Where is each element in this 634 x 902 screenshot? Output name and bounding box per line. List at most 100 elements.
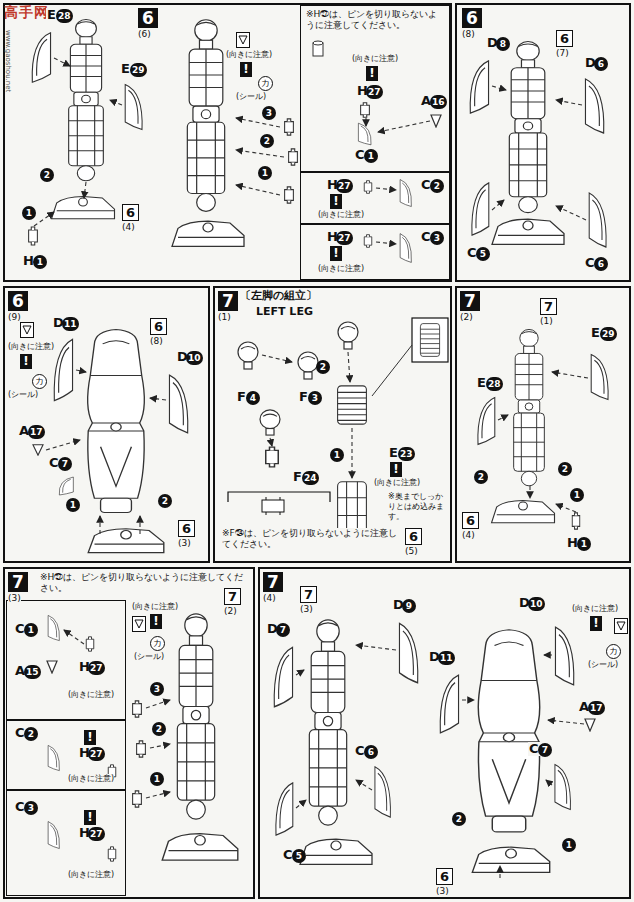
caution-mark: ! (240, 62, 252, 77)
part-number: 17 (588, 701, 605, 715)
step-number: 6 (138, 8, 158, 28)
caution-note: (向きに注意) (68, 690, 114, 699)
sticker-mark: カ (258, 76, 273, 91)
sub-step-number: (2) (460, 312, 473, 322)
part-number: 1 (570, 488, 584, 502)
part-number: 27 (88, 661, 105, 675)
part-number: 2 (452, 812, 466, 826)
part-number: 24 (302, 471, 319, 485)
sub-step-number: (7) (556, 48, 569, 58)
part-number: 2 (40, 168, 54, 182)
caution-note: (向きに注意) (572, 604, 618, 613)
part-box: C2!H27(向きに注意) (6, 720, 126, 790)
sticker-mark: カ (32, 374, 47, 389)
part-number: 6 (594, 57, 608, 71)
sub-step-number: (8) (462, 29, 475, 39)
part-number: 29 (130, 63, 147, 77)
sub-step-number: (3) (300, 604, 313, 614)
step-number: 7 (218, 291, 238, 311)
caution-mark: ! (84, 730, 96, 745)
part-number: 8 (496, 37, 510, 51)
caution-note: (シール) (8, 390, 38, 399)
caution-mark: ! (366, 66, 378, 81)
caution-mark: ! (84, 810, 96, 825)
part-number: 2 (430, 179, 444, 193)
part-number: 3 (262, 106, 276, 120)
part-number: 27 (366, 85, 383, 99)
part-number: 27 (88, 827, 105, 841)
caution-note: (向きに注意) (132, 602, 178, 611)
sub-step-number: (9) (8, 312, 21, 322)
reference-step: 6 (122, 204, 139, 221)
part-number: 3 (24, 801, 38, 815)
part-box: ※H㉗は、ピンを切り取らないように注意してください。(向きに注意)!H27C1A… (300, 5, 450, 172)
part-box: H27!(向きに注意)C2 (300, 172, 450, 224)
caution-note: (シール) (236, 92, 266, 101)
part-number: 3 (308, 391, 322, 405)
part-number: 29 (600, 327, 617, 341)
part-number: 1 (577, 537, 591, 551)
part-number: 5 (476, 247, 490, 261)
part-number: 2 (260, 134, 274, 148)
part-number: 1 (562, 838, 576, 852)
caution-note: (向きに注意) (352, 54, 398, 63)
part-number: 10 (528, 597, 545, 611)
part-number: 1 (364, 149, 378, 163)
assembly-note: ※F㉔は、ピンを切り取らないように注意してください。 (222, 528, 402, 551)
reference-step: 6 (556, 30, 573, 47)
step-number: 7 (460, 291, 480, 311)
part-number: 1 (258, 166, 272, 180)
reference-step: 7 (300, 586, 317, 603)
part-number: 23 (398, 447, 415, 461)
assembly-arrows (34, 58, 588, 878)
part-number: 7 (58, 457, 72, 471)
part-number: 27 (336, 231, 353, 245)
sub-step-number: (4) (122, 222, 135, 232)
caution-mark: ! (20, 354, 32, 369)
part-number: 17 (28, 425, 45, 439)
part-number: 10 (186, 351, 203, 365)
caution-note: (シール) (134, 652, 164, 661)
part-number: 28 (56, 9, 73, 23)
part-number: 27 (336, 179, 353, 193)
reference-step: 6 (405, 528, 422, 545)
part-number: 1 (330, 448, 344, 462)
step-number: 6 (462, 8, 482, 28)
watermark-url: www.gaoshou.net (4, 30, 12, 92)
part-number: 1 (66, 498, 80, 512)
part-number: 27 (88, 747, 105, 761)
part-number: 11 (62, 317, 79, 331)
part-number: 4 (246, 391, 260, 405)
reference-step: 7 (540, 298, 557, 315)
part-number: 2 (152, 722, 166, 736)
sub-step-number: (4) (263, 593, 276, 603)
part-number: 28 (486, 377, 503, 391)
sub-step-number: (3) (178, 538, 191, 548)
part-number: 2 (474, 470, 488, 484)
assembly-note: ※H㉗は、ピンを切り取らないように注意してください。 (40, 572, 245, 595)
sticker-mark: カ (150, 636, 165, 651)
reference-step: 6 (462, 512, 479, 529)
part-number: 2 (24, 727, 38, 741)
part-number: 2 (558, 462, 572, 476)
caution-mark: ! (150, 614, 162, 629)
caution-mark: ! (590, 616, 602, 631)
caution-note: (向きに注意) (318, 210, 364, 219)
section-heading: LEFT LEG (256, 306, 313, 319)
caution-note: (向きに注意) (68, 870, 114, 879)
sub-step-number: (1) (540, 316, 553, 326)
part-number: 1 (22, 206, 36, 220)
section-heading: 〔左脚の組立〕 (240, 290, 317, 303)
caution-note: (向きに注意) (226, 50, 272, 59)
caution-mark: ! (390, 462, 402, 477)
sub-step-number: (1) (218, 312, 231, 322)
step-panel: 7(4) (258, 567, 631, 899)
part-number: 6 (364, 745, 378, 759)
step-number: 7 (263, 572, 283, 592)
part-number: 5 (292, 849, 306, 863)
watermark: 高手网 (4, 4, 49, 20)
sub-step-number: (2) (224, 606, 237, 616)
caution-note: (向きに注意) (8, 342, 54, 351)
sub-step-number: (3) (8, 593, 21, 603)
